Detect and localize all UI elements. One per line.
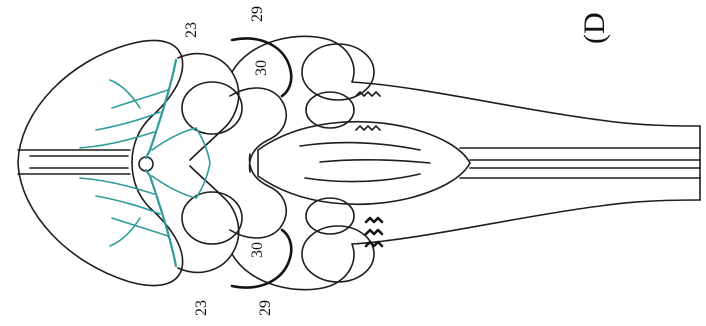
spinal-cord — [352, 82, 700, 244]
panel-label: (D — [578, 12, 611, 44]
cerebral-hemispheres — [139, 54, 242, 273]
label-29-bottom: 29 — [257, 300, 274, 316]
cut-nerve-roots — [356, 92, 382, 246]
label-30-bottom: 30 — [249, 242, 266, 258]
label-29-top: 29 — [249, 6, 266, 22]
olfactory-bulbs — [18, 40, 183, 285]
label-30-top: 30 — [253, 60, 270, 76]
label-23-top: 23 — [183, 22, 200, 38]
lateral-lobes — [302, 44, 374, 282]
label-23-bottom: 23 — [193, 300, 210, 316]
